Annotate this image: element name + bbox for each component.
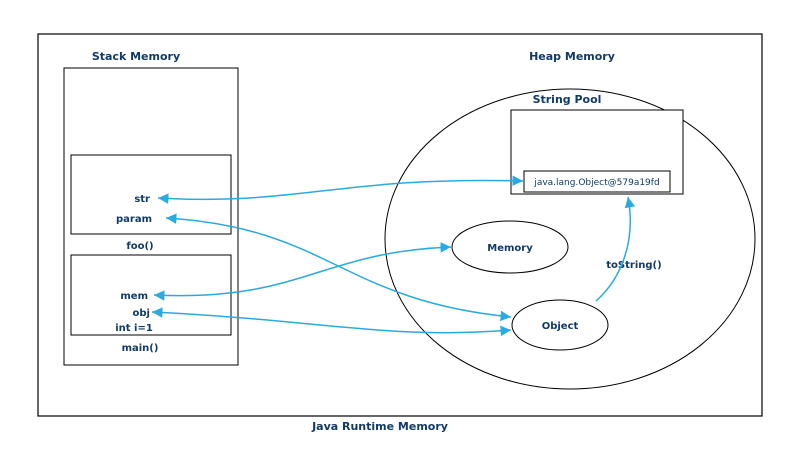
diagram-title: Java Runtime Memory [311,420,448,433]
arrow-str-stringpool [157,175,524,204]
arrow-obj-object [151,307,512,337]
string-value-label: java.lang.Object@579a19fd [533,178,659,188]
main-frame-label: main() [122,343,159,354]
string-pool-title: String Pool [533,93,602,106]
heap-memory-title: Heap Memory [529,50,615,63]
var-param-label: param [116,214,152,225]
arrow-object-tostring [595,196,636,302]
object-label: Object [542,321,579,332]
foo-frame-label: foo() [126,241,153,252]
var-obj-label: obj [133,308,150,319]
memory-label: Memory [487,243,533,254]
string-value-box [523,170,671,193]
var-int-label: int i=1 [115,323,153,334]
arrow-mem-memory [153,242,452,301]
stack-memory-title: Stack Memory [92,50,180,63]
runtime-memory-box [37,33,763,417]
var-mem-label: mem [120,291,148,302]
var-str-label: str [134,194,150,205]
object-ellipse [511,299,609,351]
tostring-label: toString() [606,260,661,271]
